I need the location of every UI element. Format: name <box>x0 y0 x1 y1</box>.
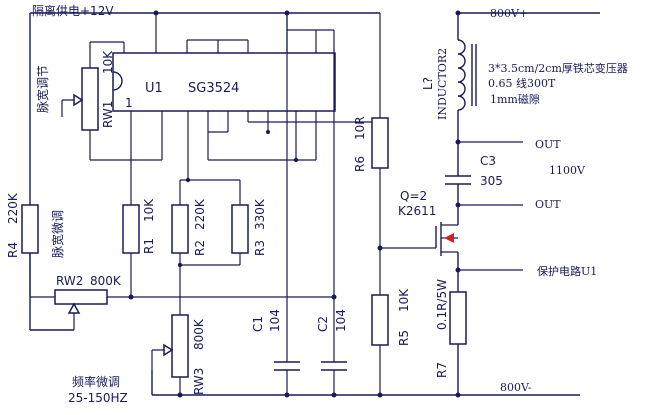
r4-body <box>21 204 39 254</box>
transformer-note-line3: 1mm磁隙 <box>490 92 540 106</box>
rw2-ref: RW2 <box>56 274 83 288</box>
r3-body <box>231 204 249 254</box>
hv-plus-label: 800V+ <box>490 7 528 20</box>
protect-label: 保护电路U1 <box>537 264 597 278</box>
rw3-ref: RW3 <box>192 368 206 395</box>
q-part: K2611 <box>398 204 436 218</box>
r5-ref: R5 <box>397 330 411 346</box>
out-voltage-label: 1100V <box>549 164 586 177</box>
r2-ref: R2 <box>193 240 207 256</box>
junction <box>177 392 183 398</box>
r1-ref: R1 <box>142 238 156 254</box>
rw3-value: 800K <box>192 318 206 350</box>
ic-notch <box>112 71 123 91</box>
junction <box>293 157 299 163</box>
r5-body <box>371 294 389 346</box>
inductor-coil <box>457 39 466 111</box>
r7-body <box>449 291 467 345</box>
r2-body <box>171 204 189 254</box>
r7-value: 0.1R/5W <box>435 279 449 330</box>
rw2-wiper-arrow <box>67 302 81 314</box>
c1-value: 104 <box>268 309 282 332</box>
junction <box>331 294 337 300</box>
ic-pin1: 1 <box>125 96 133 110</box>
r4-value: 220K <box>6 192 20 224</box>
inductor-ref: L? <box>421 77 435 90</box>
q-ref: Q=2 <box>400 189 427 203</box>
r2-value: 220K <box>193 198 207 230</box>
rw2-value: 800K <box>90 274 122 288</box>
r1-value: 10K <box>142 198 156 222</box>
freq-note-line2: 25-150HZ <box>68 391 128 405</box>
junction <box>455 139 461 145</box>
rw1-ref: RW1 <box>101 101 115 128</box>
r6-ref: R6 <box>353 156 367 172</box>
rw1-body <box>81 67 99 131</box>
mosfet-arrow <box>444 233 454 243</box>
rw1-value: 10K <box>101 50 115 74</box>
r5-value: 10K <box>397 288 411 312</box>
ic-ref: U1 <box>145 81 163 96</box>
junction <box>284 392 290 398</box>
r4-note: 脉宽微调 <box>50 210 65 258</box>
r7-ref: R7 <box>435 362 449 378</box>
out1-label: OUT <box>535 138 561 151</box>
rw2-body <box>54 289 108 305</box>
rw3-wiper-arrow <box>163 343 174 357</box>
r6-value: 10R <box>353 116 367 140</box>
supply-label: 隔离供电+12V <box>32 3 114 18</box>
ic-part: SG3524 <box>188 81 239 96</box>
c2-value: 104 <box>334 309 348 332</box>
junction <box>455 267 461 273</box>
rw1-note: 脉宽调节 <box>35 65 50 113</box>
junction <box>185 177 191 183</box>
rw1-wiper-arrow <box>73 93 84 107</box>
junction <box>455 392 461 398</box>
r3-value: 330K <box>253 198 267 230</box>
transformer-note-line2: 0.65 线300T <box>488 76 556 90</box>
c3-value: 305 <box>480 174 503 188</box>
junction <box>377 245 383 251</box>
transformer-note-line1: 3*3.5cm/2cm厚铁芯变压器 <box>488 61 628 75</box>
out2-label: OUT <box>535 198 561 211</box>
freq-note-line1: 频率微调 <box>72 374 120 389</box>
r4-ref: R4 <box>6 242 20 258</box>
r1-body <box>122 204 140 254</box>
junction <box>455 10 461 16</box>
hv-minus-label: 800V- <box>500 381 532 394</box>
junction <box>331 392 337 398</box>
ic-u1-body <box>112 52 336 112</box>
c1-ref: C1 <box>251 316 265 332</box>
inductor-part: INDUCTOR2 <box>436 48 449 120</box>
r3-ref: R3 <box>253 240 267 256</box>
rw3-body <box>171 314 189 378</box>
r6-body <box>371 117 389 169</box>
junction <box>455 202 461 208</box>
c2-ref: C2 <box>316 316 330 332</box>
c3-ref: C3 <box>480 154 496 168</box>
junction <box>266 130 270 134</box>
junction <box>177 262 183 268</box>
